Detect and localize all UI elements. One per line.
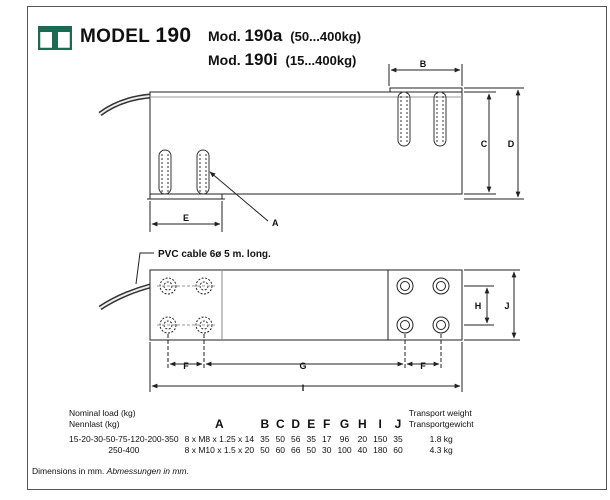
cell-b: 50 [260, 445, 270, 455]
dim-label-b: B [420, 59, 427, 69]
cell-a: 8 x M10 x 1.5 x 20 [184, 445, 255, 455]
weight-header-en: Transport weight [408, 408, 472, 418]
dim-label-g: G [299, 361, 306, 371]
mod-range: (50...400kg) [290, 29, 362, 44]
drawing-frame [27, 6, 607, 490]
cable-note: PVC cable 6ø 5 m. long. [158, 249, 271, 260]
footnote-de: Abmessungen in mm. [106, 466, 189, 476]
cell-d: 56 [291, 434, 301, 444]
col-header-c: C [275, 417, 285, 431]
col-header-j: J [394, 417, 402, 431]
brand-logo-icon [38, 26, 72, 50]
mod-number: 190a [244, 26, 283, 45]
weight-header-de: Transportgewicht [408, 419, 474, 429]
col-header-b: B [260, 417, 270, 431]
dim-label-a: A [272, 218, 279, 228]
col-header-i: I [378, 417, 382, 431]
top-view [98, 252, 520, 392]
cell-g: 100 [337, 445, 352, 455]
mod-range: (15...400kg) [285, 53, 357, 68]
col-header-h: H [358, 417, 367, 431]
load-header-en: Nominal load (kg) [69, 408, 136, 418]
dim-label-h: H [475, 301, 482, 311]
weight-header: Transport weight Transportgewicht [406, 408, 477, 430]
footnote-en: Dimensions in mm. [32, 466, 105, 476]
col-header-a: A [215, 417, 224, 431]
mod-line-i: Mod. 190i (15...400kg) [208, 50, 356, 70]
table-header-row: Nominal load (kg) Nennlast (kg) A B C D … [66, 408, 477, 430]
load-header-de: Nennlast (kg) [69, 419, 120, 429]
model-title: MODEL 190 [80, 24, 191, 48]
cell-i: 180 [373, 445, 388, 455]
cell-b: 35 [260, 434, 270, 444]
table-row: 15-20-30-50-75-120-200-350 8 x M8 x 1.25… [66, 434, 477, 445]
dim-label-d: D [508, 139, 515, 149]
model-prefix: MODEL [80, 26, 150, 47]
dim-label-f-right: F [420, 361, 426, 371]
load-header: Nominal load (kg) Nennlast (kg) [66, 408, 182, 430]
cell-h: 40 [357, 445, 368, 455]
cell-e: 35 [306, 434, 316, 444]
dim-label-c: C [481, 139, 488, 149]
col-header-d: D [291, 417, 301, 431]
cell-f: 17 [321, 434, 332, 444]
cell-load: 250-400 [108, 445, 140, 455]
spec-table: Nominal load (kg) Nennlast (kg) A B C D … [66, 408, 477, 456]
dim-label-f-left: F [183, 361, 189, 371]
dim-label-j: J [504, 301, 509, 311]
cell-load: 15-20-30-50-75-120-200-350 [69, 434, 179, 444]
cell-c: 60 [275, 445, 286, 455]
cell-g: 96 [339, 434, 350, 444]
side-view [98, 64, 524, 232]
dim-label-e: E [183, 213, 189, 223]
cell-f: 30 [321, 445, 332, 455]
cell-j: 35 [393, 434, 403, 444]
cell-weight: 4.3 kg [429, 445, 453, 455]
cell-weight: 1.8 kg [429, 434, 453, 444]
cell-d: 66 [291, 445, 301, 455]
cell-e: 50 [306, 445, 316, 455]
dim-label-i: I [302, 383, 305, 393]
mod-prefix: Mod. [208, 28, 241, 44]
model-number: 190 [155, 24, 192, 47]
col-header-e: E [307, 417, 316, 431]
footnote: Dimensions in mm. Abmessungen in mm. [32, 466, 189, 476]
mod-number: 190i [244, 50, 278, 69]
cell-i: 150 [373, 434, 388, 444]
cell-a: 8 x M8 x 1.25 x 14 [184, 434, 255, 444]
col-header-f: F [323, 417, 331, 431]
cell-h: 20 [357, 434, 368, 444]
mod-line-a: Mod. 190a (50...400kg) [208, 26, 361, 46]
mod-prefix: Mod. [208, 52, 241, 68]
cell-j: 60 [393, 445, 403, 455]
cell-c: 50 [275, 434, 286, 444]
col-header-g: G [339, 417, 350, 431]
table-row: 250-400 8 x M10 x 1.5 x 20 50 60 66 50 3… [66, 445, 477, 456]
